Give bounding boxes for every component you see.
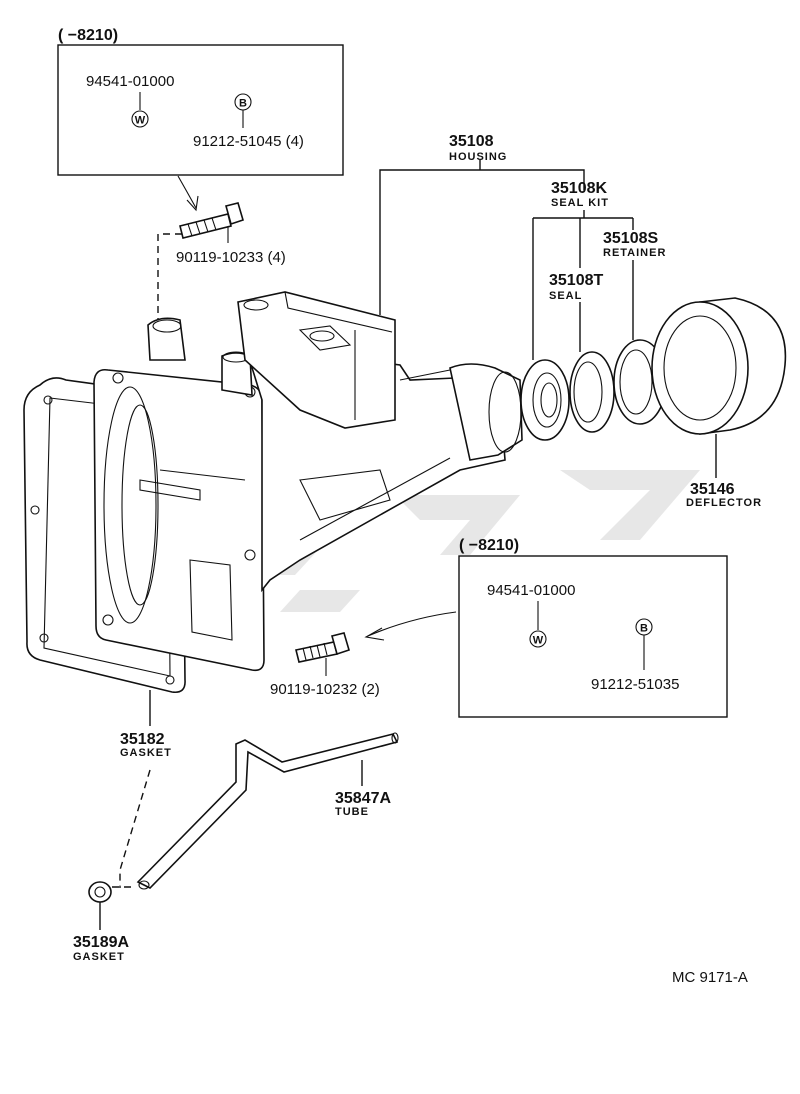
callout-deflector-no: 35146 [690, 481, 735, 498]
inset-mid-range: ( −8210) [459, 537, 519, 554]
callout-retainer-name: RETAINER [603, 247, 666, 259]
bolt-top-leader [157, 233, 182, 320]
callout-tube-name: TUBE [335, 806, 369, 818]
washer-mark-icon [131, 110, 149, 128]
washer-mark-icon [529, 630, 547, 648]
bolt-mid [295, 632, 350, 663]
callout-bolt-top: 90119-10233 (4) [176, 249, 286, 266]
seal-35108t [520, 359, 570, 441]
callout-gasket2-name: GASKET [73, 951, 125, 963]
inset-mid-frame [458, 555, 728, 718]
callout-bolt-mid: 90119-10232 (2) [270, 681, 380, 698]
inset-mid: ( −8210) 94541-01000 W B 91212-51035 [458, 537, 728, 718]
callout-sealkit-name: SEAL KIT [551, 197, 609, 209]
inset-top-mark-a: W [135, 115, 146, 127]
inset-top-range: ( −8210) [58, 27, 118, 44]
housing-leader [379, 169, 585, 315]
sealkit-bracket [532, 210, 634, 360]
callout-seal-name: SEAL [549, 290, 582, 302]
callout-gasket-name: GASKET [120, 747, 172, 759]
gasket-35189a [88, 881, 112, 903]
callout-seal-no: 35108T [549, 272, 603, 289]
gasket2-dashed-leader [119, 769, 151, 888]
callout-housing-no: 35108 [449, 133, 494, 150]
callout-retainer-no: 35108S [603, 230, 658, 247]
bolt-top [179, 202, 244, 239]
inset-mid-part-b: 91212-51035 [591, 676, 679, 693]
inset-mid-mark-a: W [533, 635, 544, 647]
callout-sealkit-no: 35108K [551, 180, 607, 197]
inset-top: ( −8210) 94541-01000 W B 91212-51045 (4) [57, 27, 344, 176]
callout-gasket-no: 35182 [120, 731, 165, 748]
callout-housing-name: HOUSING [449, 151, 507, 163]
housing-35108 [93, 291, 523, 672]
inset-top-frame [57, 44, 344, 176]
inset-mid-part-a: 94541-01000 [487, 582, 575, 599]
figure-code: MC 9171-A [672, 969, 748, 986]
inset-top-pointer [177, 175, 197, 209]
callout-gasket2-no: 35189A [73, 934, 129, 951]
deflector-35146 [651, 297, 787, 435]
inset-mid-pointer [367, 611, 457, 637]
ring-35108k [569, 351, 615, 433]
inset-top-part-b: 91212-51045 (4) [193, 133, 304, 150]
inset-top-mark-b: B [239, 98, 247, 110]
callout-tube-no: 35847A [335, 790, 391, 807]
tube-35847a [136, 732, 399, 890]
inset-top-part-a: 94541-01000 [86, 73, 174, 90]
inset-mid-mark-b: B [640, 623, 648, 635]
callout-deflector-name: DEFLECTOR [686, 497, 762, 509]
